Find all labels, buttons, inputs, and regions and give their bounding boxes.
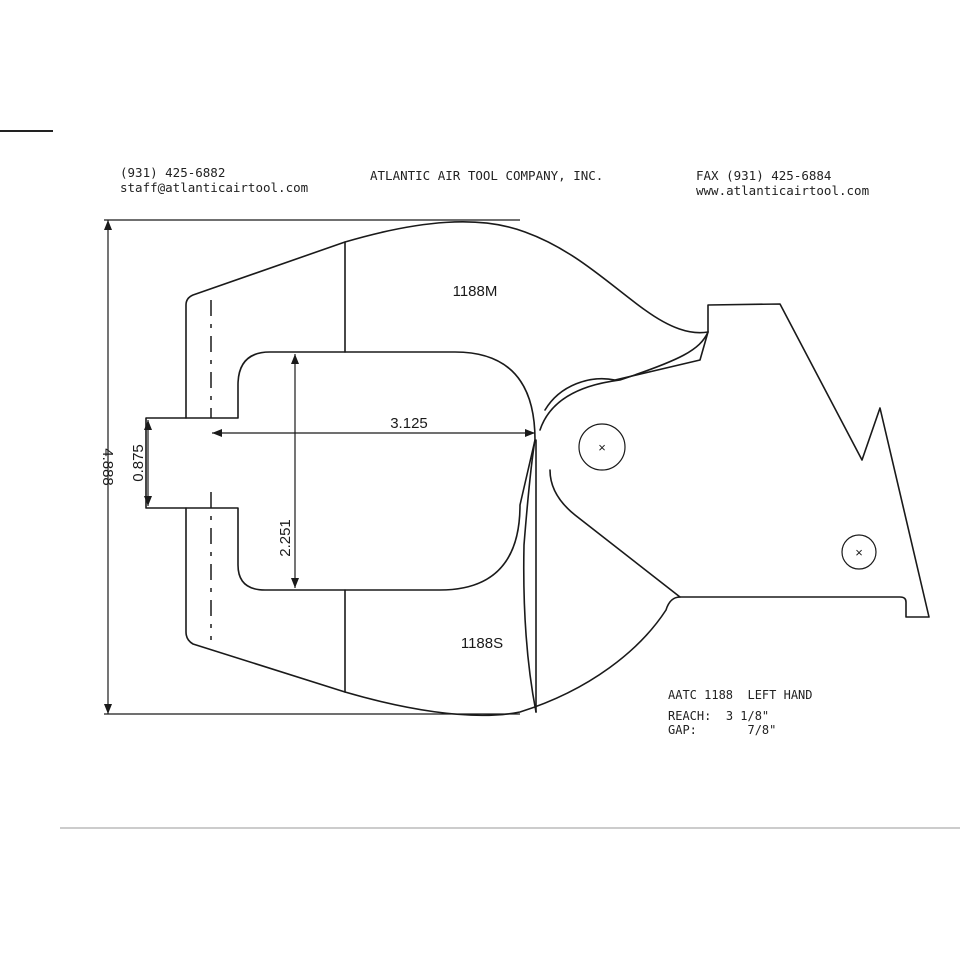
gap-note-label: GAP: (668, 723, 697, 737)
email-address: staff@atlanticairtool.com (120, 180, 309, 195)
gap-dimension-label: 0.875 (130, 444, 147, 482)
reach-arrow-right (525, 429, 535, 437)
model-note: AATC 1188 LEFT HAND (668, 688, 813, 702)
reach-note-value: 3 1/8" (725, 709, 770, 723)
jaw-arm-body (544, 331, 709, 411)
gap-arrow-bottom (144, 496, 152, 506)
website: www.atlanticairtool.com (696, 183, 870, 198)
reach-note-label: REACH: (668, 709, 712, 723)
phone-number: (931) 425-6882 (120, 165, 226, 180)
gap-note: GAP: 7/8" (668, 723, 776, 737)
hand-designation: LEFT HAND (747, 688, 813, 702)
jaw-pin-mark: × (855, 545, 863, 560)
company-name: ATLANTIC AIR TOOL COMPANY, INC. (370, 168, 604, 183)
reach-dimension-label: 3.125 (390, 415, 428, 432)
parting-line (522, 439, 537, 713)
height-arrow-top (104, 220, 112, 230)
jaw-arm-upper (539, 331, 709, 431)
jaw-pin-circle (841, 534, 877, 570)
pivot-pin-circle (578, 423, 626, 471)
gap-note-value: 7/8" (747, 723, 777, 737)
throat-dimension-label: 2.251 (277, 519, 294, 557)
height-arrow-bottom (104, 704, 112, 714)
gap-arrow-top (144, 420, 152, 430)
fax-number: FAX (931) 425-6884 (696, 168, 832, 183)
upper-part-label: 1188M (453, 283, 498, 300)
throat-cavity (185, 351, 536, 591)
yoke-outer-outline (145, 221, 930, 717)
reach-arrow-left (212, 429, 222, 437)
jaw-arm-lower (549, 469, 681, 598)
throat-arrow-bottom (291, 578, 299, 588)
model-number: AATC 1188 (668, 688, 734, 702)
pivot-pin-mark: × (598, 440, 606, 455)
reach-note: REACH: 3 1/8" (668, 709, 769, 723)
height-dimension-label: 4.888 (99, 448, 116, 486)
lower-part-label: 1188S (461, 635, 503, 652)
throat-arrow-top (291, 354, 299, 364)
